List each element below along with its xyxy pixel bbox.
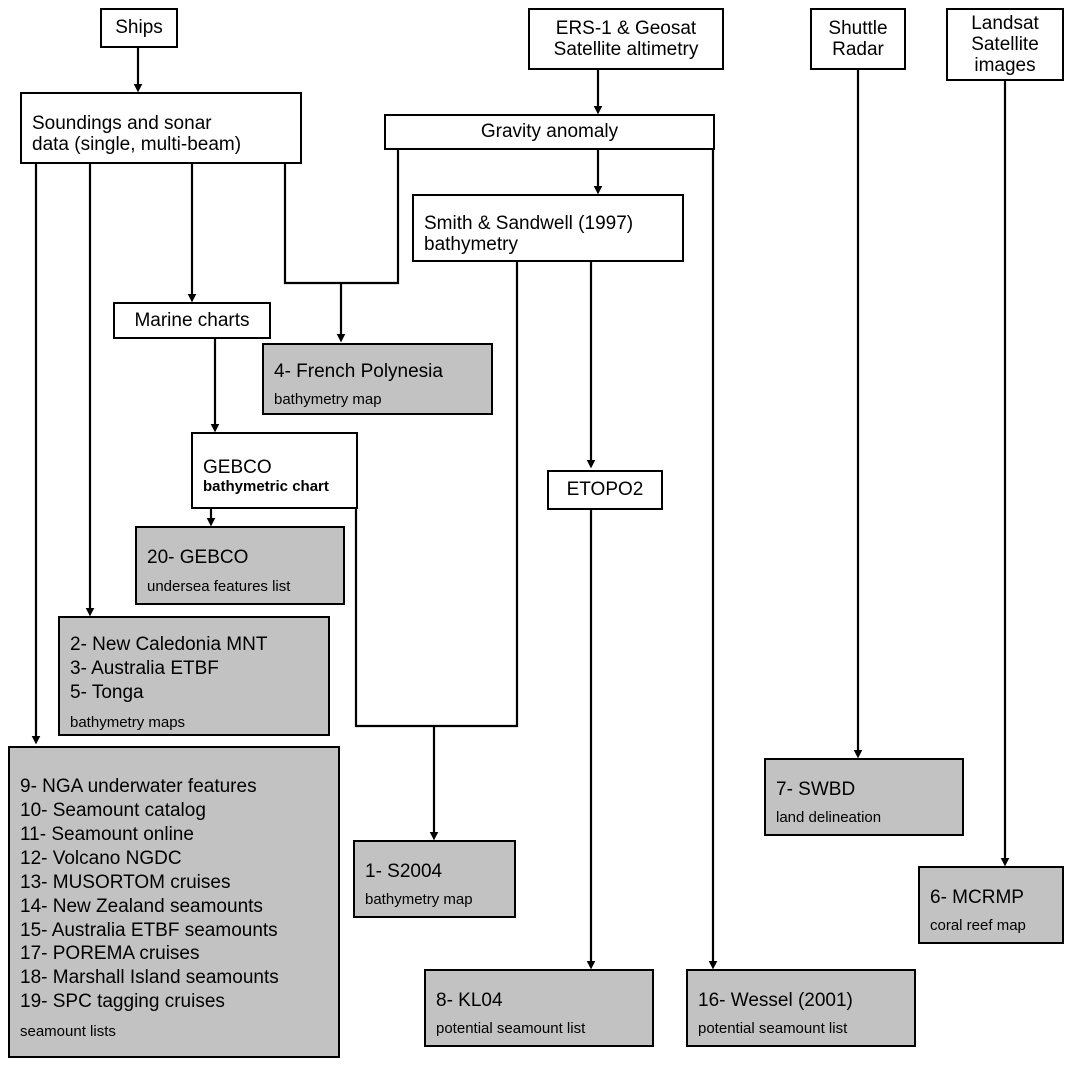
node-shuttle-radar[interactable]: Shuttle Radar xyxy=(810,8,906,70)
node-gebco-chart-title: GEBCO xyxy=(203,457,272,479)
edge-merge-gebco-smith xyxy=(354,262,519,728)
node-gebco-chart[interactable]: GEBCO bathymetric chart xyxy=(191,432,358,509)
node-wessel[interactable]: 16- Wessel (2001) potential seamount lis… xyxy=(686,969,916,1047)
node-swbd-title: 7- SWBD xyxy=(776,778,856,800)
node-swbd-subtitle: land delineation xyxy=(776,809,882,827)
node-ships-title: Ships xyxy=(115,17,163,39)
node-ers1-geosat[interactable]: ERS-1 & Geosat Satellite altimetry xyxy=(528,8,724,70)
node-mcrmp-title: 6- MCRMP xyxy=(930,886,1024,908)
node-wessel-subtitle: potential seamount list xyxy=(698,1020,848,1038)
node-gebco-list-title: 20- GEBCO xyxy=(147,547,249,569)
node-bathymetry-maps-title: 2- New Caledonia MNT 3- Australia ETBF 5… xyxy=(70,633,268,703)
node-gravity-anomaly-title: Gravity anomaly xyxy=(480,121,619,143)
node-s2004-subtitle: bathymetry map xyxy=(365,891,473,909)
node-smith-sandwell[interactable]: Smith & Sandwell (1997) bathymetry xyxy=(412,194,684,262)
node-soundings-title: Soundings and sonar data (single, multi-… xyxy=(32,112,242,155)
node-marine-charts[interactable]: Marine charts xyxy=(113,302,271,339)
node-kl04[interactable]: 8- KL04 potential seamount list xyxy=(424,969,654,1047)
node-kl04-subtitle: potential seamount list xyxy=(436,1020,586,1038)
node-etopo2[interactable]: ETOPO2 xyxy=(547,470,663,510)
node-ships[interactable]: Ships xyxy=(100,8,178,48)
node-swbd[interactable]: 7- SWBD land delineation xyxy=(764,758,964,836)
node-gebco-list-subtitle: undersea features list xyxy=(147,577,291,595)
node-bathymetry-maps-subtitle: bathymetry maps xyxy=(70,713,186,731)
node-gebco-chart-subtitle: bathymetric chart xyxy=(203,477,329,495)
node-gravity-anomaly[interactable]: Gravity anomaly xyxy=(384,114,715,150)
node-landsat-title: Landsat Satellite images xyxy=(971,12,1039,77)
node-french-polynesia[interactable]: 4- French Polynesia bathymetry map xyxy=(262,343,493,415)
node-french-polynesia-subtitle: bathymetry map xyxy=(274,391,382,409)
node-marine-charts-title: Marine charts xyxy=(134,309,250,331)
node-seamount-lists[interactable]: 9- NGA underwater features 10- Seamount … xyxy=(8,746,340,1058)
node-seamount-lists-items: 9- NGA underwater features 10- Seamount … xyxy=(20,775,279,1013)
spacer xyxy=(70,705,318,715)
node-landsat[interactable]: Landsat Satellite images xyxy=(946,8,1064,81)
node-french-polynesia-title: 4- French Polynesia xyxy=(274,360,443,382)
node-seamount-lists-subtitle: seamount lists xyxy=(20,1023,116,1041)
node-etopo2-title: ETOPO2 xyxy=(566,479,644,501)
edge-merge-soundings-gravity xyxy=(283,148,400,285)
node-mcrmp[interactable]: 6- MCRMP coral reef map xyxy=(918,866,1064,944)
node-kl04-title: 8- KL04 xyxy=(436,989,503,1011)
node-soundings[interactable]: Soundings and sonar data (single, multi-… xyxy=(20,92,302,164)
node-s2004-title: 1- S2004 xyxy=(365,860,443,882)
node-shuttle-radar-title: Shuttle Radar xyxy=(828,17,888,60)
node-mcrmp-subtitle: coral reef map xyxy=(930,917,1026,935)
node-wessel-title: 16- Wessel (2001) xyxy=(698,989,853,1011)
node-ers1-geosat-title: ERS-1 & Geosat Satellite altimetry xyxy=(553,17,699,60)
node-smith-sandwell-title: Smith & Sandwell (1997) bathymetry xyxy=(424,212,634,255)
node-gebco-list[interactable]: 20- GEBCO undersea features list xyxy=(135,526,345,605)
node-s2004[interactable]: 1- S2004 bathymetry map xyxy=(353,840,516,918)
node-bathymetry-maps[interactable]: 2- New Caledonia MNT 3- Australia ETBF 5… xyxy=(58,616,330,736)
